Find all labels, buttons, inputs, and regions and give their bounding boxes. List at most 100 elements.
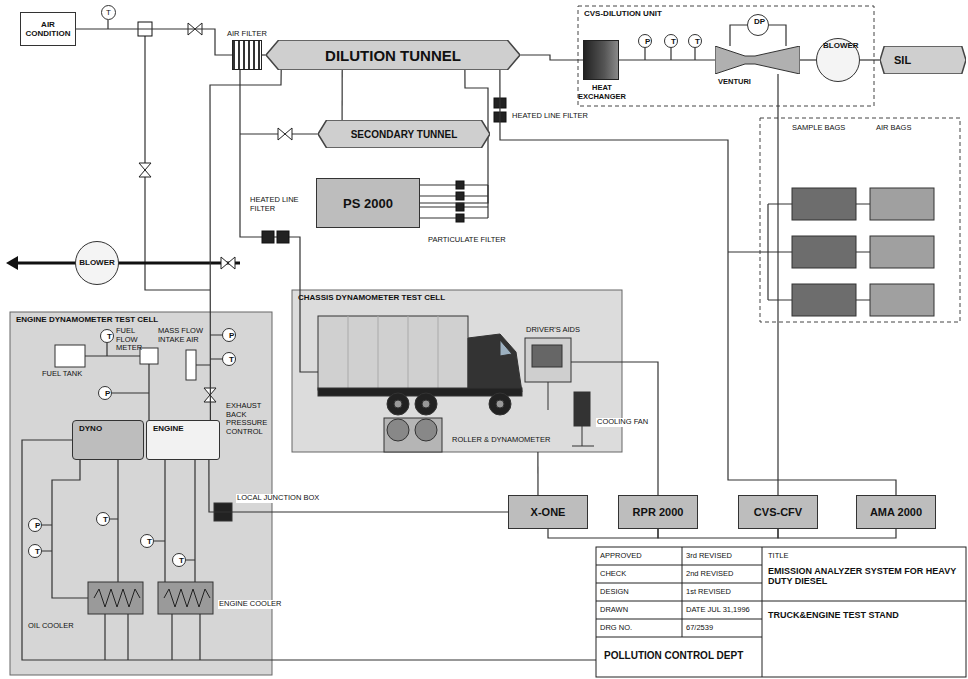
connector	[800, 59, 816, 60]
process-box: AIR CONDITION	[20, 12, 76, 46]
node-text: T	[106, 9, 111, 17]
part-label: HEATED LINE FILTER	[250, 196, 305, 213]
test-cell-region: CHASSIS DYNAMOMETER TEST CELL	[292, 290, 622, 452]
filter-symbol	[456, 181, 464, 189]
node-text: AIR FILTER	[227, 29, 267, 38]
truck-illustration	[415, 393, 437, 415]
truck-illustration	[548, 382, 549, 410]
node-text: DP	[754, 18, 765, 26]
analyzer-box: CVS-CFV	[738, 495, 818, 529]
connector	[860, 59, 880, 60]
connector	[520, 55, 583, 60]
sensor-circle: P	[638, 34, 652, 48]
tunnel-shape: DILUTION TUNNEL	[266, 40, 520, 70]
valve-symbol	[278, 128, 292, 140]
connector	[777, 74, 778, 495]
node-text: CHASSIS DYNAMOMETER TEST CELL	[298, 293, 445, 302]
filter-symbol	[456, 192, 464, 200]
analyzer-box: X-ONE	[508, 495, 588, 529]
title-block	[596, 547, 966, 677]
truck-illustration	[496, 400, 504, 408]
table-cell: DESIGN	[600, 588, 629, 597]
part-label: LOCAL JUNCTION BOX	[236, 494, 320, 503]
filter-symbol	[262, 231, 274, 243]
shape-outline	[880, 46, 966, 74]
node-text: T	[671, 38, 676, 46]
table-cell: POLLUTION CONTROL DEPT	[604, 650, 743, 662]
exhaust-pipe	[18, 262, 240, 265]
table-cell: 67/2539	[686, 624, 713, 633]
node-text: ENGINE DYNAMOMETER TEST CELL	[16, 315, 158, 324]
engine-box: ENGINE	[146, 420, 220, 460]
part-label: EXHAUST BACK PRESSURE CONTROL	[226, 402, 270, 437]
analyzer-box: AMA 2000	[856, 495, 936, 529]
node-text: P	[35, 522, 40, 530]
venturi-outline	[715, 46, 800, 74]
table-cell: EMISSION ANALYZER SYSTEM FOR HEAVY DUTY …	[768, 566, 960, 587]
truck-illustration	[318, 316, 594, 452]
node-text: T	[147, 538, 152, 546]
table-cell: TITLE	[768, 552, 788, 561]
venturi-outline	[715, 46, 800, 74]
node-text: P	[229, 332, 234, 340]
node-text: RPR 2000	[633, 506, 684, 518]
node-text: T	[103, 516, 108, 524]
node-text: T	[107, 333, 112, 341]
table-cell: 3rd REVISED	[686, 552, 732, 561]
node-text: BLOWER	[823, 42, 859, 50]
exhaust-pipe	[6, 256, 240, 270]
engine-equipment	[88, 582, 143, 614]
filter-symbol	[277, 231, 289, 243]
analyzer-box: PS 2000	[316, 178, 420, 228]
truck-illustration	[384, 418, 442, 452]
truck-illustration	[318, 316, 468, 390]
table-cell: CHECK	[600, 570, 626, 579]
part-label: SAMPLE BAGS	[792, 124, 845, 133]
pipe-line	[85, 335, 236, 420]
connector	[342, 70, 343, 120]
table-cell: 2nd REVISED	[686, 570, 734, 579]
shape-outline	[318, 120, 490, 148]
part-label: PARTICULATE FILTER	[428, 236, 506, 245]
bag-symbol	[870, 236, 934, 268]
title-block	[596, 547, 966, 677]
part-label: COOLING FAN	[596, 418, 649, 427]
bag-symbol	[792, 188, 934, 316]
table-cell: 1st REVISED	[686, 588, 731, 597]
sensor-circle: P	[98, 386, 112, 400]
region-ground	[10, 312, 272, 675]
engine-equipment	[55, 345, 85, 367]
region-ground	[292, 290, 622, 452]
truck-illustration	[415, 419, 437, 441]
node-text: AIR CONDITION	[21, 20, 75, 38]
node-text: T	[229, 356, 234, 364]
silencer-shape: SIL	[880, 46, 966, 74]
sensor-circle: T	[172, 553, 186, 567]
truck-illustration	[348, 316, 438, 390]
truck-illustration	[394, 400, 402, 408]
part-label: HEATED LINE FILTER	[512, 112, 588, 121]
connector	[778, 529, 896, 538]
node-text: P	[105, 390, 110, 398]
table-cell: DRG NO.	[600, 624, 632, 633]
table-cell: APPROVED	[600, 552, 642, 561]
node-text: HEAT EXCHANGER	[572, 84, 632, 101]
bag-symbol	[870, 284, 934, 316]
truck-illustration	[387, 393, 409, 415]
truck-illustration	[572, 426, 594, 446]
truck-illustration	[525, 338, 571, 382]
region-ground	[10, 6, 960, 675]
truck-illustration	[489, 393, 511, 415]
truck-illustration	[387, 419, 409, 441]
node-text: T	[35, 548, 40, 556]
sensor-circle: T	[28, 544, 42, 558]
connector	[619, 59, 715, 60]
filter-symbol	[456, 203, 464, 211]
connector	[500, 70, 896, 495]
pipe-line	[107, 20, 108, 29]
connector	[76, 29, 232, 55]
table-cell: TRUCK&ENGINE TEST STAND	[768, 610, 899, 620]
node-text: CVS-CFV	[754, 506, 802, 518]
node-text: VENTURI	[718, 77, 751, 86]
part-label: OIL COOLER	[28, 622, 74, 631]
